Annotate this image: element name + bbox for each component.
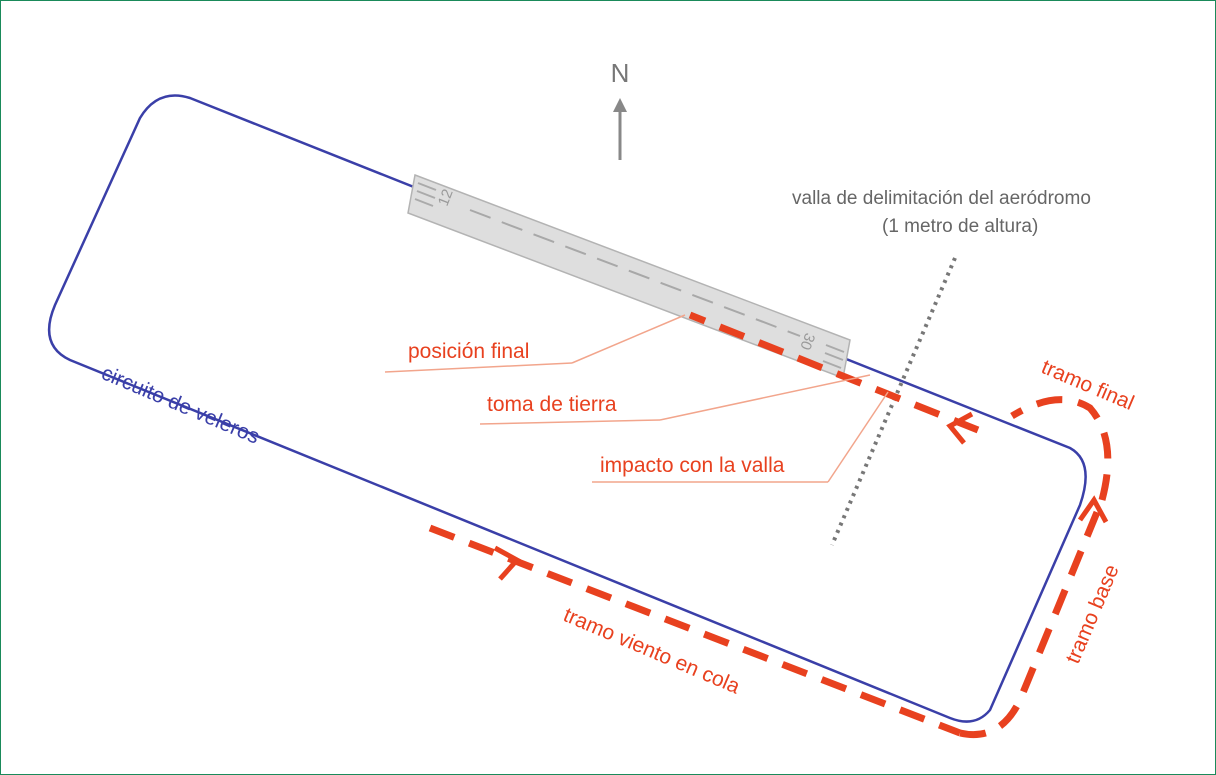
base-leg-path: [959, 498, 1106, 739]
final-position-leader-segment: [571, 314, 686, 364]
glider-circuit-path: [47, 94, 1087, 723]
downwind-leg-label: tramo viento en cola: [560, 603, 743, 698]
downwind-arrow-icon: [493, 545, 521, 581]
final-leg-path: [688, 311, 980, 434]
fence-label-line1: valla de delimitación del aeródromo: [792, 188, 1091, 209]
glider-circuit-label: circuito de veleros: [98, 361, 263, 448]
aerodrome-fence: [830, 257, 957, 546]
base-arrow-icon: [1077, 495, 1109, 524]
fence-label-line2: (1 metro de altura): [882, 216, 1038, 237]
final-position-leader: [384, 362, 573, 373]
north-arrow-icon: [613, 98, 627, 160]
final-position-label: posición final: [408, 340, 529, 363]
touchdown-leader-segment: [659, 374, 871, 421]
final-turn-path: [1010, 396, 1112, 501]
touchdown-label: toma de tierra: [487, 393, 617, 416]
fence-impact-leader-segment: [827, 391, 889, 483]
fence-impact-label: impacto con la valla: [600, 454, 785, 477]
base-leg-label: tramo base: [1061, 561, 1123, 667]
north-label: N: [611, 58, 630, 88]
touchdown-leader: [479, 419, 661, 425]
runway-number-30: 30: [796, 331, 818, 353]
final-arrow-icon: [946, 411, 974, 445]
runway-number-12: 12: [435, 187, 457, 209]
